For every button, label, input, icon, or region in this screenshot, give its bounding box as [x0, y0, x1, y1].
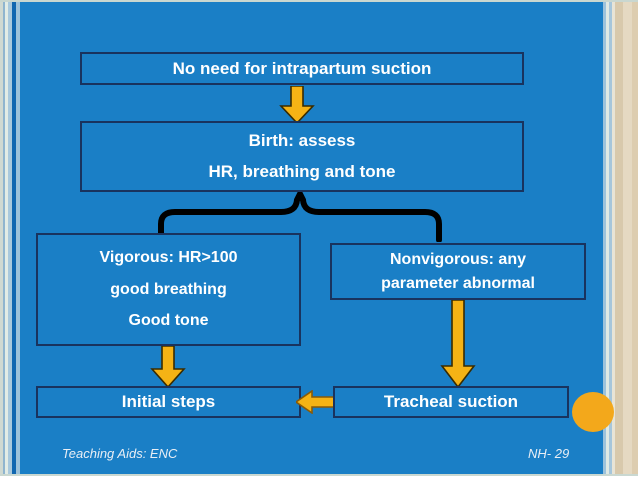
- box-label-line1: Birth: assess: [248, 131, 356, 150]
- flowchart-box-no-need-intrapartum-suction: No need for intrapartum suction: [80, 52, 524, 85]
- frame-strip-top: [0, 0, 638, 2]
- box-label: No need for intrapartum suction: [172, 58, 432, 78]
- box-label-line2: good breathing: [110, 280, 227, 298]
- frame-strip-right-7: [632, 0, 638, 478]
- box-label-line2: parameter abnormal: [381, 274, 535, 292]
- frame-strip-right-2: [606, 0, 609, 478]
- frame-strip-left-4: [8, 0, 12, 478]
- frame-strip-right-6: [623, 0, 632, 478]
- box-label-line1: Vigorous: HR>100: [99, 248, 238, 266]
- arrow-down-icon-to-tracheal-suction: [440, 300, 476, 388]
- frame-strip-right-3: [609, 0, 612, 478]
- frame-strip-left-3: [5, 0, 8, 478]
- frame-strip-right-5: [615, 0, 623, 478]
- frame-strip-right-1: [603, 0, 606, 478]
- arrow-down-icon-to-initial-steps: [150, 346, 186, 388]
- flowchart-box-vigorous: Vigorous: HR>100 good breathing Good ton…: [36, 233, 301, 346]
- frame-strip-left-1: [0, 0, 3, 478]
- frame-strip-left-2: [3, 0, 5, 478]
- frame-strip-bottom-2: [0, 476, 638, 478]
- frame-strip-left-6: [16, 0, 20, 478]
- flowchart-box-birth-assess: Birth: assess HR, breathing and tone: [80, 121, 524, 192]
- box-label: Initial steps: [121, 392, 216, 411]
- footer-right-label: NH- 29: [528, 446, 570, 461]
- flowchart-box-initial-steps: Initial steps: [36, 386, 301, 418]
- box-label: Tracheal suction: [383, 392, 519, 411]
- box-label-line2: HR, breathing and tone: [208, 162, 396, 181]
- curly-brace-up-icon: [158, 192, 442, 242]
- flowchart-box-nonvigorous: Nonvigorous: any parameter abnormal: [330, 243, 586, 300]
- frame-strip-bottom-1: [0, 474, 638, 476]
- flowchart-box-tracheal-suction: Tracheal suction: [333, 386, 569, 418]
- frame-strip-left-5: [12, 0, 16, 478]
- footer-left-label: Teaching Aids: ENC: [62, 446, 178, 461]
- arrow-left-icon-tracheal-to-initial: [296, 390, 338, 414]
- box-label-line3: Good tone: [128, 312, 209, 330]
- frame-strip-right-4: [612, 0, 615, 478]
- orange-circle-decoration: [572, 392, 614, 432]
- box-label-line1: Nonvigorous: any: [389, 250, 526, 268]
- arrow-down-icon-to-assess: [279, 86, 315, 124]
